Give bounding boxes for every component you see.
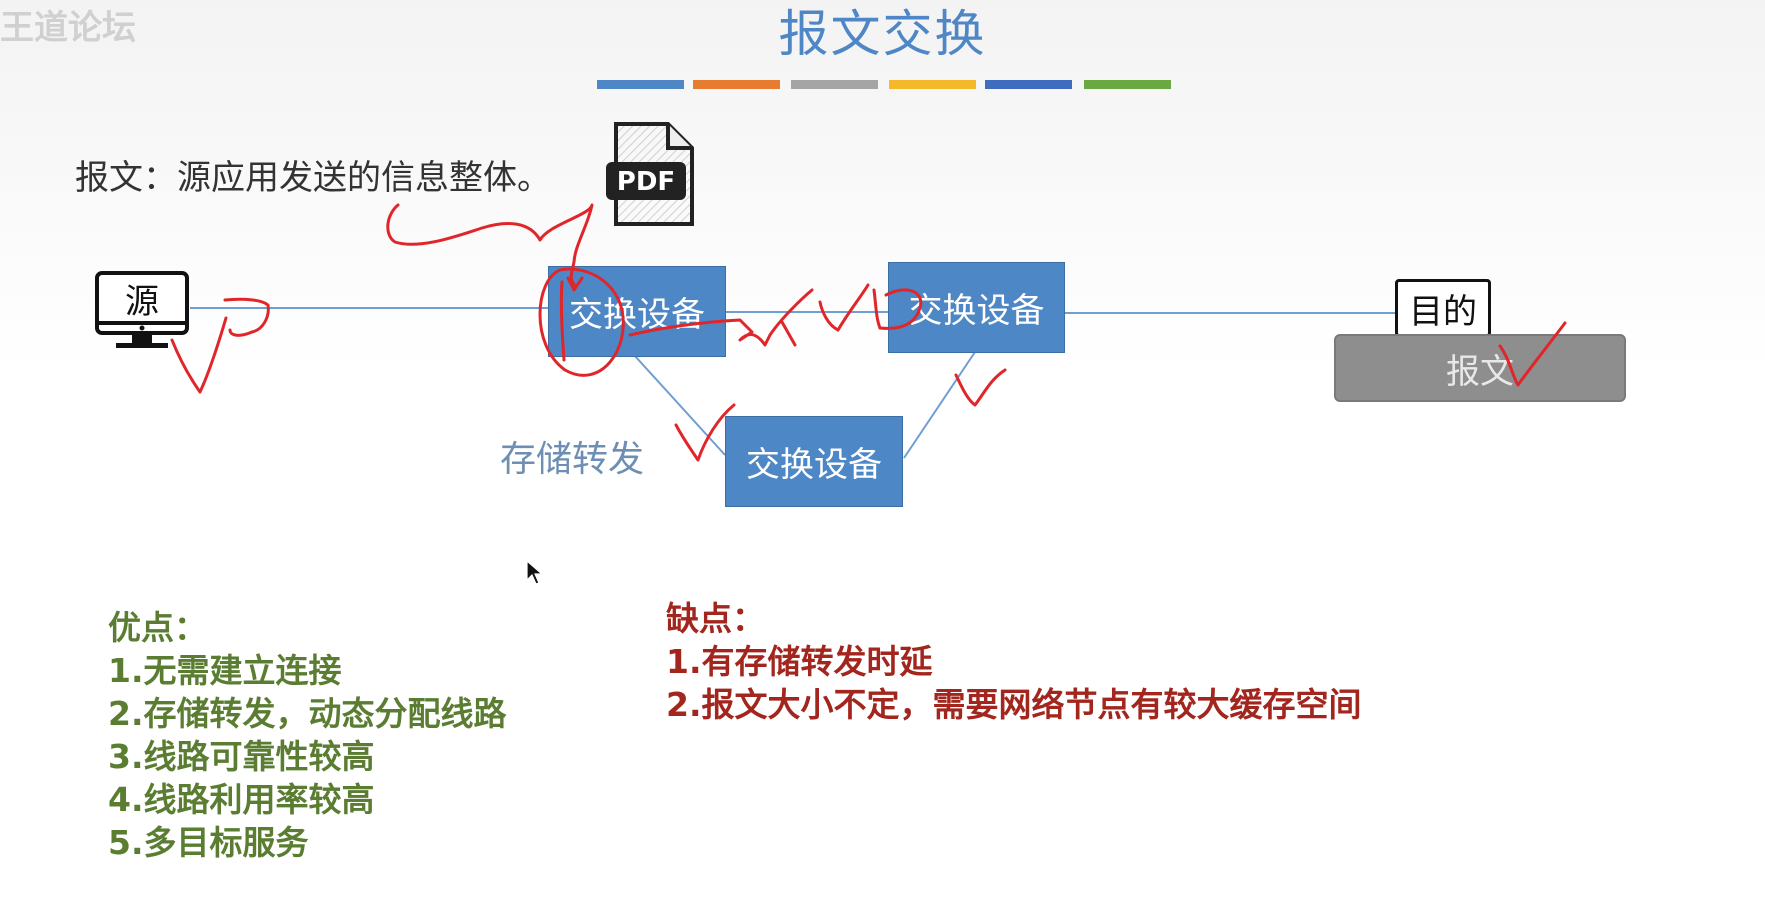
watermark: 王道论坛	[0, 8, 136, 48]
color-bar	[791, 80, 878, 89]
message-block: 报文	[1334, 334, 1626, 402]
disadvantage-item: 2.报文大小不定，需要网络节点有较大缓存空间	[666, 685, 1362, 724]
slide-title: 报文交换	[778, 5, 987, 63]
destination-label: 目的	[1395, 279, 1491, 337]
store-and-forward-label: 存储转发	[500, 439, 645, 480]
pdf-file-icon: PDF	[606, 122, 694, 226]
advantage-item: 4.线路利用率较高	[108, 780, 375, 819]
message-definition: 报文：源应用发送的信息整体。	[75, 158, 551, 198]
mouse-cursor-icon	[526, 560, 544, 585]
switch-device-3: 交换设备	[725, 416, 903, 507]
disadvantages-list: 缺点： 1.有存储转发时延 2.报文大小不定，需要网络节点有较大缓存空间	[666, 597, 1362, 726]
color-bar	[1084, 80, 1171, 89]
advantage-item: 3.线路可靠性较高	[108, 737, 375, 776]
color-bar	[693, 80, 780, 89]
pdf-label: PDF	[617, 167, 675, 197]
source-label: 源	[125, 281, 159, 322]
advantage-item: 5.多目标服务	[108, 823, 309, 862]
switch-device-1: 交换设备	[548, 266, 726, 357]
color-bar	[597, 80, 684, 89]
source-computer-icon	[95, 271, 189, 348]
color-bar	[889, 80, 976, 89]
advantages-list: 优点： 1.无需建立连接 2.存储转发，动态分配线路 3.线路可靠性较高 4.线…	[108, 606, 507, 864]
color-bar	[985, 80, 1072, 89]
advantage-item: 2.存储转发，动态分配线路	[108, 694, 507, 733]
disadvantages-heading: 缺点：	[666, 599, 765, 638]
disadvantage-item: 1.有存储转发时延	[666, 642, 933, 681]
advantage-item: 1.无需建立连接	[108, 651, 342, 690]
advantages-heading: 优点：	[108, 608, 207, 647]
switch-device-2: 交换设备	[888, 262, 1065, 353]
